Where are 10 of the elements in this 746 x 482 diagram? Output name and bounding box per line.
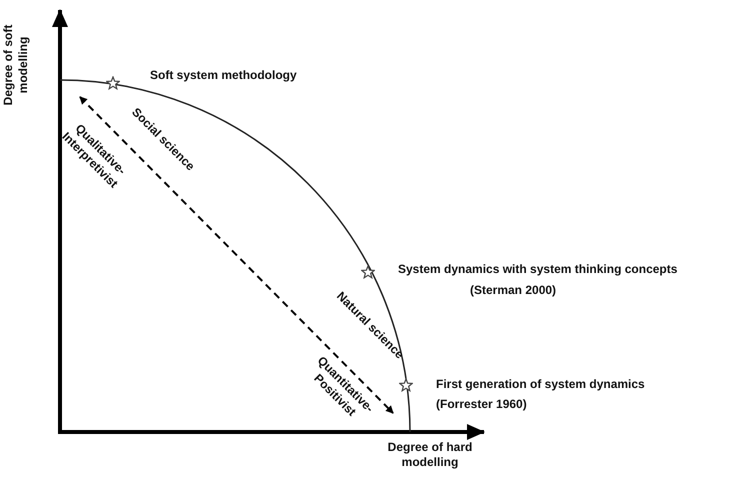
star-icon — [361, 265, 375, 279]
star-icon — [106, 76, 120, 90]
axis-title: Degree of soft modelling — [1, 24, 31, 108]
star-label: System dynamics with system thinking concepts — [398, 262, 678, 277]
citation-label: (Sterman 2000) — [470, 283, 556, 298]
star-icon — [399, 378, 413, 392]
citation-label: (Forrester 1960) — [436, 397, 527, 412]
star-label: Soft system methodology — [150, 68, 297, 83]
star-label: First generation of system dynamics — [436, 377, 645, 392]
axis-title: Degree of hard modelling — [386, 440, 474, 470]
